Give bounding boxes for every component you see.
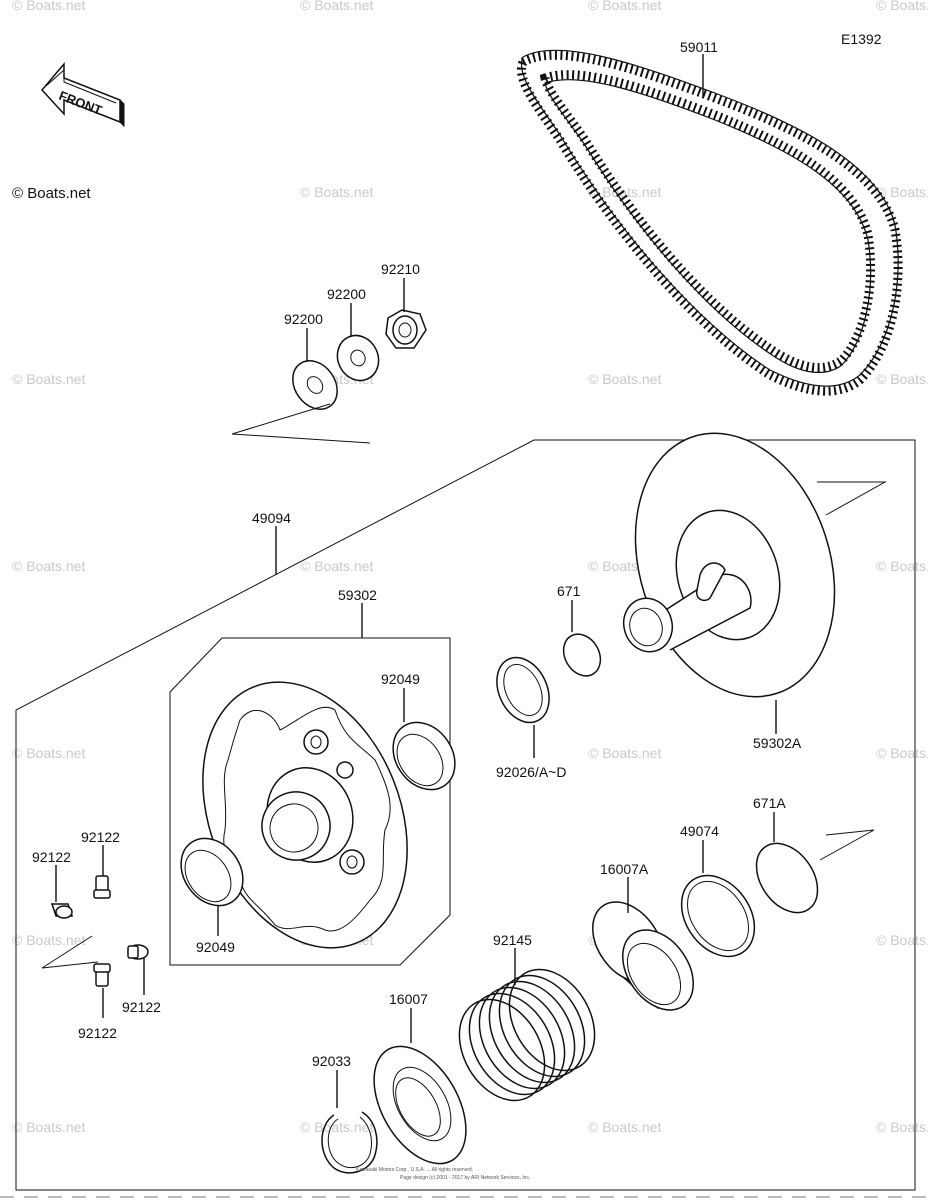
cam-16007[interactable] <box>355 1031 485 1180</box>
part-label-92122-2: 92122 <box>32 849 71 865</box>
bushing-92049-bottom[interactable] <box>168 826 255 917</box>
part-label-92122-1: 92122 <box>81 829 120 845</box>
shoe-92122-1[interactable] <box>93 875 111 899</box>
spring-92145[interactable] <box>442 954 612 1116</box>
cam-16007a[interactable] <box>578 889 708 1024</box>
watermark: © Boats.net <box>876 0 928 13</box>
watermark: © Boats.net <box>12 745 85 761</box>
washer-92200-a[interactable] <box>284 352 347 418</box>
ring-49074[interactable] <box>667 862 770 971</box>
part-label-92026: 92026/A~D <box>496 764 566 780</box>
part-label-92049-top: 92049 <box>381 671 420 687</box>
part-label-671: 671 <box>557 583 581 599</box>
watermark: © Boats.net <box>300 0 373 13</box>
part-label-16007: 16007 <box>389 991 428 1007</box>
fixed-sheave[interactable] <box>603 407 867 722</box>
watermark: © Boats.net <box>300 558 373 574</box>
part-label-49074: 49074 <box>680 823 719 839</box>
watermark: © Boats.net <box>588 1119 661 1135</box>
shim-92026[interactable] <box>487 649 559 731</box>
oring-671a[interactable] <box>744 832 830 924</box>
part-label-92122-4: 92122 <box>78 1025 117 1041</box>
assembly-frame-49094 <box>15 439 916 1191</box>
part-label-671a: 671A <box>753 795 786 811</box>
nut-92210[interactable] <box>385 309 427 349</box>
part-label-92122-3: 92122 <box>122 999 161 1015</box>
part-label-92200-b: 92200 <box>327 286 366 302</box>
watermark: © Boats.net <box>876 371 928 387</box>
part-label-59302a: 59302A <box>753 735 802 751</box>
watermark: © Boats.net <box>300 184 373 200</box>
footer-line-2: Page design (c) 2001 - 2017 by ARI Netwo… <box>400 1175 530 1181</box>
watermark: © Boats.net <box>876 1119 928 1135</box>
drive-belt[interactable] <box>517 49 903 396</box>
watermark: © Boats.net <box>12 1119 85 1135</box>
shoe-92122-4[interactable] <box>93 963 111 987</box>
washer-92200-b[interactable] <box>330 329 386 388</box>
watermark: © Boats.net <box>876 932 928 948</box>
copyright-text: © Boats.net <box>12 185 91 202</box>
watermark: © Boats.net <box>588 745 661 761</box>
part-label-92145: 92145 <box>493 932 532 948</box>
shoe-92122-3[interactable] <box>127 944 149 960</box>
watermark: © Boats.net <box>12 371 85 387</box>
part-label-92049-bottom: 92049 <box>196 939 235 955</box>
part-label-49094: 49094 <box>252 510 291 526</box>
watermark: © Boats.net <box>876 745 928 761</box>
movable-sheave[interactable] <box>165 651 445 978</box>
part-label-92200-a: 92200 <box>284 311 323 327</box>
front-arrow-icon: FRONT <box>41 61 125 128</box>
watermark: © Boats.net <box>588 184 661 200</box>
part-label-92210: 92210 <box>381 261 420 277</box>
watermark: © Boats.net <box>12 0 85 13</box>
bushing-92049-top[interactable] <box>380 710 467 801</box>
watermark: © Boats.net <box>588 371 661 387</box>
watermark: © Boats.net <box>876 184 928 200</box>
part-label-92033: 92033 <box>312 1053 351 1069</box>
watermark: © Boats.net <box>876 558 928 574</box>
footer-line-1: Kawasaki Motors Corp., U.S.A. ... All ri… <box>356 1167 473 1173</box>
circlip-92033[interactable] <box>321 1111 378 1174</box>
watermark: © Boats.net <box>12 932 85 948</box>
diagram-code: E1392 <box>841 31 882 47</box>
assembly-frame-59302 <box>169 637 451 966</box>
part-label-59011: 59011 <box>680 39 718 55</box>
shoe-92122-2[interactable] <box>50 903 74 919</box>
watermark: © Boats.net <box>300 1119 373 1135</box>
part-label-16007a: 16007A <box>600 861 649 877</box>
watermark: © Boats.net <box>588 0 661 13</box>
watermark: © Boats.net <box>12 558 85 574</box>
oring-671[interactable] <box>556 627 607 682</box>
part-label-59302: 59302 <box>338 587 377 603</box>
